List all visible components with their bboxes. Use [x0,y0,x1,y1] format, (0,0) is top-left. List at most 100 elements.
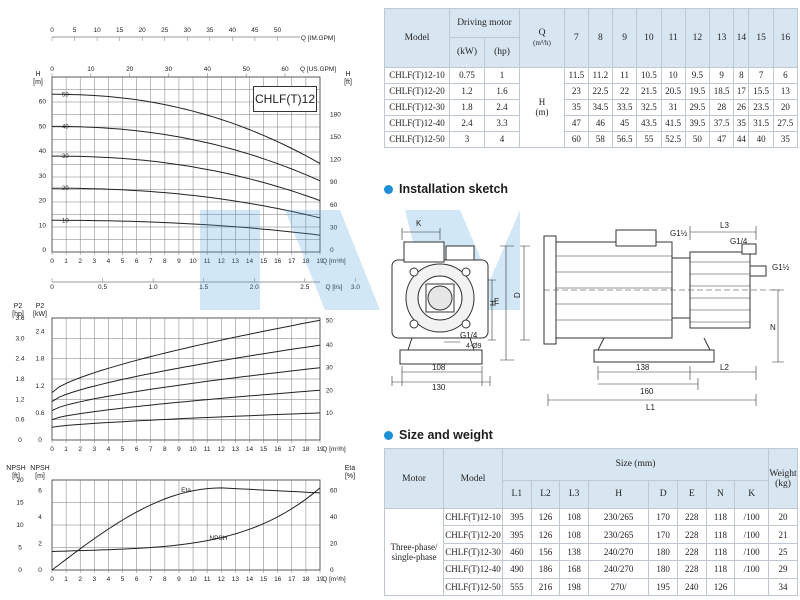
npsh-chart-tick: 3 [93,576,97,583]
head-chart-tick: 8 [163,258,167,265]
perf-value: 35 [564,98,589,116]
power-chart-tick: 16 [274,446,282,453]
label-l3: L3 [720,221,729,230]
flow-16: 16 [772,8,799,68]
size-col-l3: L3 [559,479,589,510]
size-value: 186 [530,560,561,579]
head-left-tick: 40 [39,148,47,155]
power-chart-tick: 14 [246,446,254,453]
label-h: H [489,300,498,306]
head-curve [52,187,321,219]
ls-tick: 2.5 [300,284,309,291]
size-value: 228 [676,542,707,562]
head-chart-tick: 19 [316,258,324,265]
eta-label: Eta [345,465,356,472]
head-left-tick: 20 [39,198,47,205]
us-gpm-tick: 10 [87,66,95,73]
installation-sketch: K H D E G1/4 4-Ø9 108 130 G1½ L3 G1/4 G1… [391,219,790,412]
power-chart-tick: 9 [177,446,181,453]
bullet-icon [384,431,393,440]
head-right-tick: 150 [330,134,341,141]
size-weight: 21 [768,525,798,544]
size-value: 240/270 [587,542,650,562]
perf-value: 39.5 [684,114,711,132]
perf-value: 9.5 [684,66,711,84]
label-130: 130 [432,383,446,392]
perf-value: 22.5 [587,82,614,100]
head-chart-tick: 12 [218,258,226,265]
size-value: 228 [676,508,707,527]
head-chart-tick: 18 [302,258,310,265]
power-chart-tick: 18 [302,446,310,453]
head-chart-tick: 16 [274,258,282,265]
size-value: 118 [705,508,736,527]
size-value: 230/265 [587,508,650,527]
power-curve [51,344,321,403]
power-curve-label: 10 [326,411,333,417]
col-model: Model [443,447,503,510]
size-value: 230/265 [587,525,650,544]
npsh-ft-tick: 0 [18,567,22,574]
power-chart-tick: 10 [189,446,197,453]
col-size: Size (mm) [502,448,769,481]
size-weight: 34 [768,577,798,597]
power-chart-tick: 11 [204,446,211,453]
flow-9: 9 [612,8,638,68]
motor-type: Three-phase/single-phase [384,508,444,596]
npsh-ft-tick: 5 [18,545,22,552]
size-model: CHLF(T)12-50 [443,577,503,597]
ls-tick: 2.0 [250,284,259,291]
col-q: Q(m³/h) [519,8,565,68]
im-gpm-tick: 10 [93,27,101,34]
npsh-chart-tick: 13 [232,576,240,583]
eta-pct-tick: 40 [330,514,338,521]
power-chart-axis-label: Q [m³/h] [322,446,346,453]
size-value: 126 [530,508,561,527]
label-d: D [513,292,522,298]
power-chart-tick: 3 [93,446,97,453]
perf-value: 29.5 [684,98,711,116]
us-gpm-label: Q [US.GPM] [300,66,336,73]
npsh-chart-tick: 15 [260,576,268,583]
perf-value: 32.5 [636,98,662,116]
perf-value: 8 [733,66,750,84]
label-g14-left: G1/4 [460,331,478,340]
npsh-chart-tick: 16 [274,576,282,583]
flow-12: 12 [684,8,711,68]
perf-value: 20 [772,98,799,116]
size-value: 170 [648,525,678,544]
npsh-ft-label: NPSH [6,465,25,472]
col-model: Model [384,8,450,68]
eta-curve-label: Eta [181,487,191,494]
perf-kw: 0.75 [449,66,485,84]
us-gpm-tick: 20 [126,66,134,73]
size-value: /100 [734,560,769,579]
perf-value: 46 [587,114,614,132]
ls-tick: 1.0 [149,284,158,291]
npsh-chart-tick: 18 [302,576,310,583]
power-chart-tick: 2 [78,446,82,453]
npsh-chart-tick: 7 [149,576,153,583]
kw-tick: 0.6 [35,410,44,417]
npsh-chart-tick: 4 [107,576,111,583]
perf-kw: 2.4 [449,114,485,132]
perf-value: 7 [748,66,774,84]
perf-value: 6 [772,66,799,84]
size-weight-heading: Size and weight [384,428,493,442]
perf-value: 45 [612,114,638,132]
ls-tick: 0.5 [98,284,107,291]
flow-13: 13 [709,8,735,68]
perf-value: 10.5 [636,66,662,84]
npsh-ft-unit: [ft] [12,473,20,480]
perf-value: 27.5 [772,114,799,132]
perf-value: 52.5 [660,130,686,149]
head-chart-tick: 2 [78,258,82,265]
hp-tick: 3.0 [15,335,24,342]
size-value: /100 [734,508,769,527]
perf-value: 55 [636,130,662,149]
perf-kw: 1.2 [449,82,485,100]
perf-value: 26 [733,98,750,116]
npsh-chart-tick: 17 [288,576,296,583]
